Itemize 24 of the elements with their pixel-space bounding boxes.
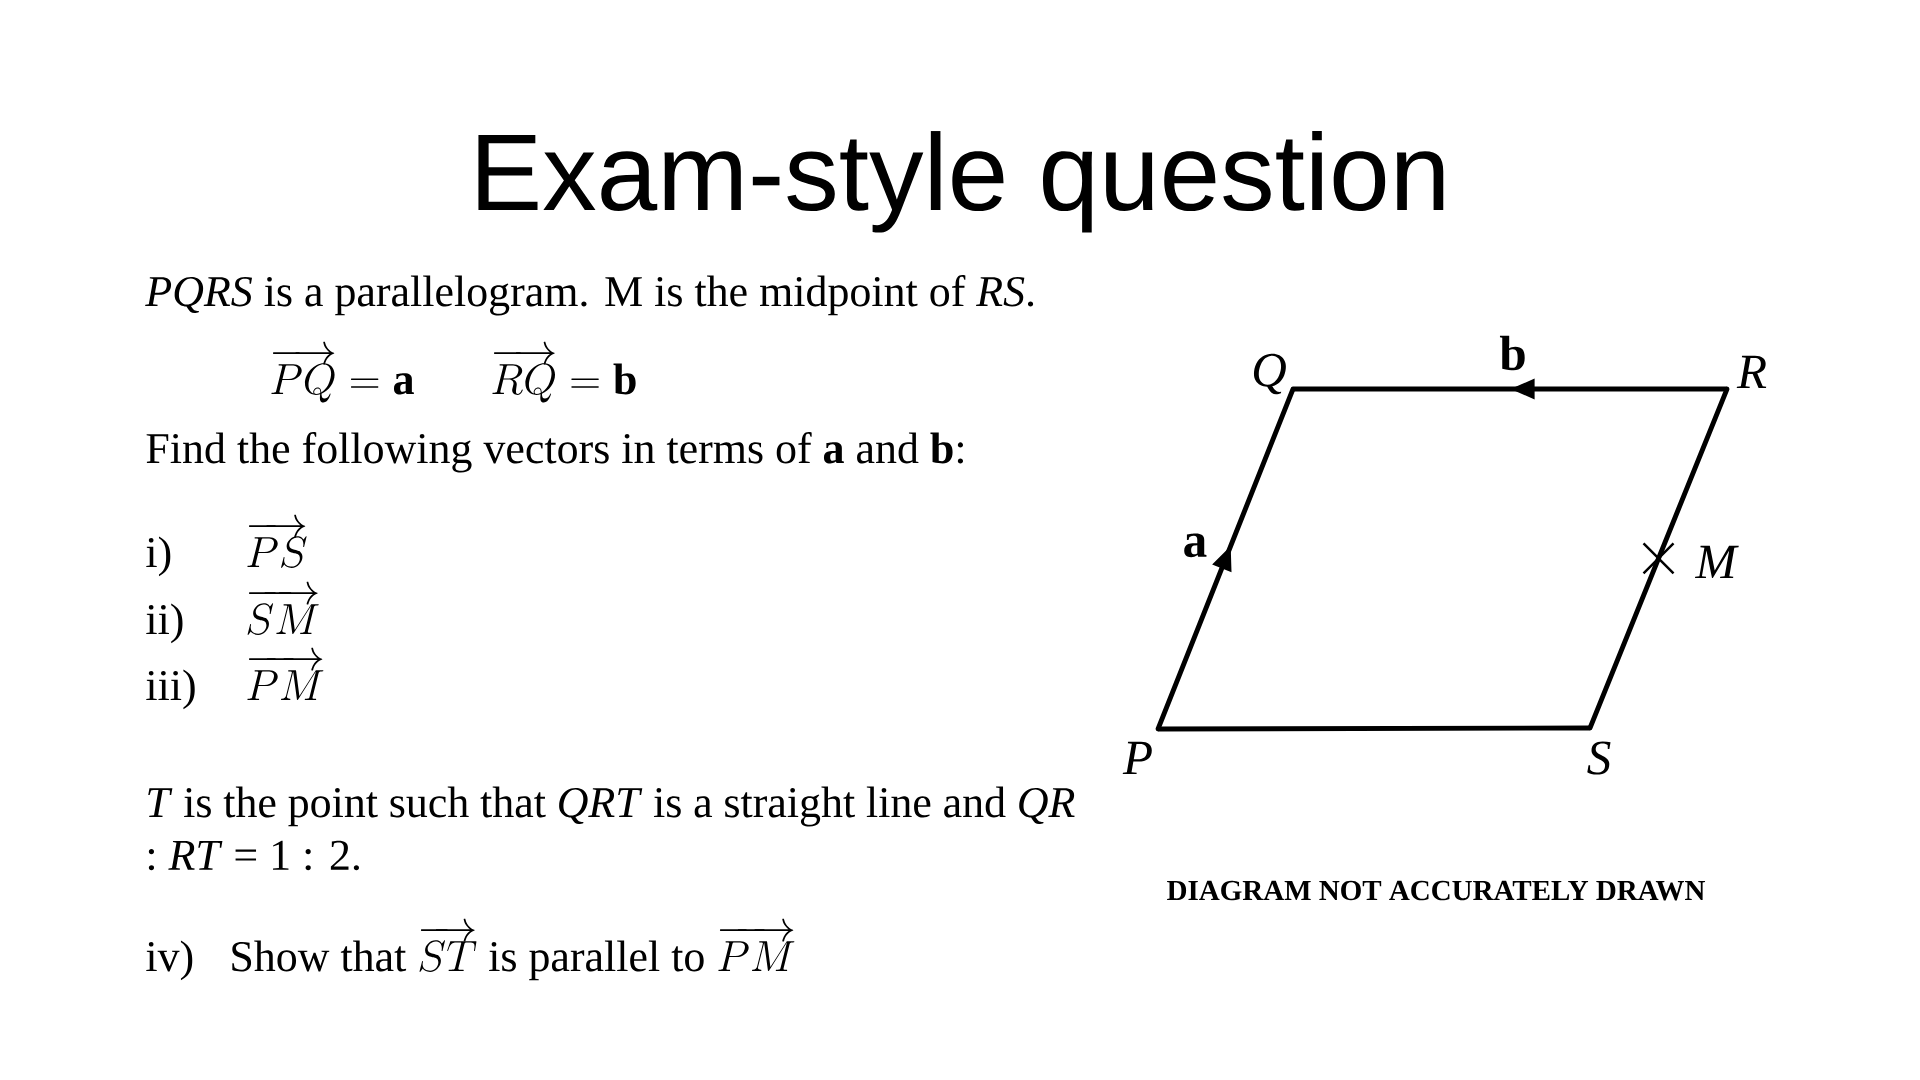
question-text: $\text{Show that }\overrightarrow{ST}\text{ is parallel to }\overrightarrow{PM}$ [232,918,795,981]
vector-expression: $\overrightarrow{PS}$ [247,514,307,568]
title: Exam-style question [478,131,1444,233]
note-text: DIAGRAM NOT ACCURATELY DRAWN [1167,880,1706,901]
vertex-label: R [1736,355,1767,389]
item-number: i) [146,536,171,577]
vector-expression: $\overrightarrow{SM}$ [247,581,319,635]
question-text: T is the point such that QRT is a straight line and QR : RT = 1 : 2. [148,786,1075,871]
question-text: Find the following vectors in terms of a and b: [146,432,963,473]
parallelogram-side [1587,386,1730,731]
item-number: iii) [146,669,195,710]
vertex-label: Q [1253,353,1286,395]
point-label: M [1694,545,1739,579]
vector-equation: $\overrightarrow{RQ} = \mathbf{b}$ [492,341,636,403]
item-number: iv) [146,940,193,981]
vector-equation: $\overrightarrow{PQ} = \mathbf{a}$ [271,341,414,403]
vector-label: b [1497,333,1529,373]
item-number: ii) [146,603,183,644]
parallelogram-side [1155,725,1593,732]
vector-label: a [1180,531,1209,559]
vertex-label: P [1122,741,1152,775]
vertex-label: S [1587,741,1611,775]
question-text: PQRS is a parallelogram. M is the midpoint of RS. [145,275,1034,316]
vector-expression: $\overrightarrow{PM}$ [247,647,324,700]
